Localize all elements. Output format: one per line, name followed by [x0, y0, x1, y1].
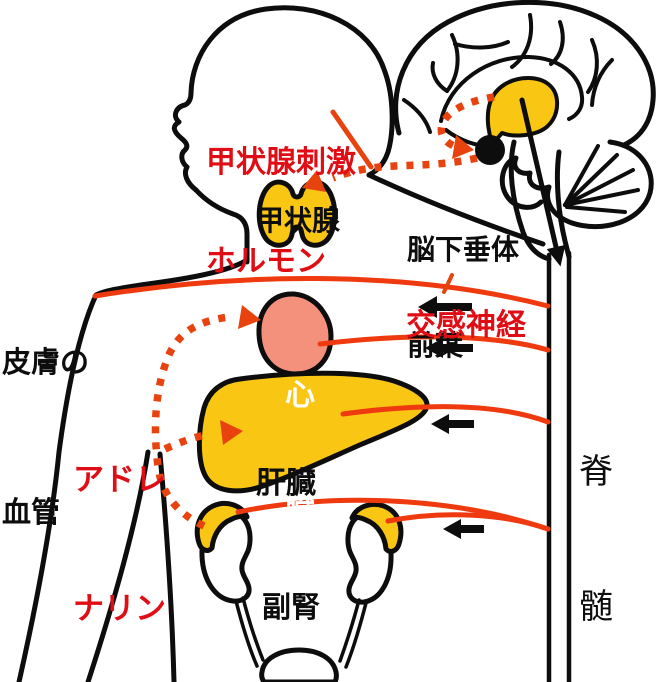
- tsh-dotted-arrow: [302, 154, 478, 192]
- brain-cortex-outline: [393, 0, 656, 148]
- spinal-cord: [546, 250, 572, 682]
- cerebellum-fan-lines: [563, 144, 640, 214]
- flow-arrow-heart: [425, 338, 473, 358]
- sympathetic-label-pointer: [442, 273, 454, 294]
- adrenaline-liver-arrowhead: [220, 420, 243, 445]
- trh-arrowhead: [452, 135, 474, 159]
- heart-shape: [256, 291, 334, 377]
- left-shoulder-arm-outline: [16, 257, 250, 682]
- right-kidney-shape: [345, 513, 394, 605]
- kidneys-and-bladder: [194, 501, 404, 682]
- pituitary-dot: [475, 135, 505, 165]
- brain-sulci: [402, 13, 614, 134]
- flow-arrow-liver: [431, 414, 474, 434]
- right-adrenal-cap: [349, 502, 404, 554]
- right-shoulder-outline: [366, 172, 546, 247]
- spinal-cord-label: 脊 髄: [579, 452, 613, 627]
- pituitary-label: 脳下垂体 前葉: [407, 233, 520, 362]
- nerve-line-liver: [340, 404, 551, 425]
- flow-arrow-skin: [418, 296, 472, 318]
- thyroid-label: 甲状腺: [256, 204, 341, 238]
- sympathetic-nerve-lines: [92, 276, 551, 532]
- skin-vessels-label: 皮膚の 血管: [2, 345, 90, 529]
- torso-left-outline: [157, 451, 177, 682]
- nerve-line-skin-vessels: [92, 276, 551, 309]
- adrenaline-dotted-arrow-liver: [163, 420, 243, 453]
- adrenaline-dotted-arrow-heart: [151, 305, 261, 530]
- left-adrenal-cap: [194, 501, 250, 553]
- tsh-arrowhead: [302, 170, 326, 192]
- left-ureter: [234, 596, 265, 668]
- head-profile-outline: [171, 5, 395, 193]
- trh-dotted-arrow: [437, 93, 495, 159]
- inner-arm-outline: [85, 449, 151, 682]
- tsh-hormone-label: 甲状腺刺激 ホルモン: [206, 145, 356, 279]
- jaw-neck-outline: [193, 187, 250, 265]
- right-ureter: [338, 598, 368, 669]
- body-outline: [16, 5, 546, 682]
- adrenal-medulla-label: 副腎 髄質: [262, 590, 321, 624]
- nerve-line-adrenal-right: [385, 512, 551, 532]
- heart-label: 心 臓: [285, 378, 315, 527]
- adrenaline-label: アドレ ナリン: [73, 462, 166, 627]
- tsh-label-pointer: [330, 109, 374, 170]
- descending-nerve-arrow: [519, 97, 566, 267]
- brainstem-left-outline: [508, 139, 552, 262]
- pons-outline: [499, 155, 544, 210]
- sympathetic-nerve-label: 交感神経: [406, 307, 526, 343]
- bladder-shape: [259, 647, 339, 682]
- liver-label: 肝臓: [256, 465, 316, 501]
- flow-arrow-adrenal: [443, 519, 484, 539]
- liver-shape: [196, 370, 430, 494]
- adrenaline-heart-arrowhead: [238, 305, 261, 329]
- nerve-line-heart: [317, 334, 551, 353]
- flow-arrows: [418, 296, 484, 539]
